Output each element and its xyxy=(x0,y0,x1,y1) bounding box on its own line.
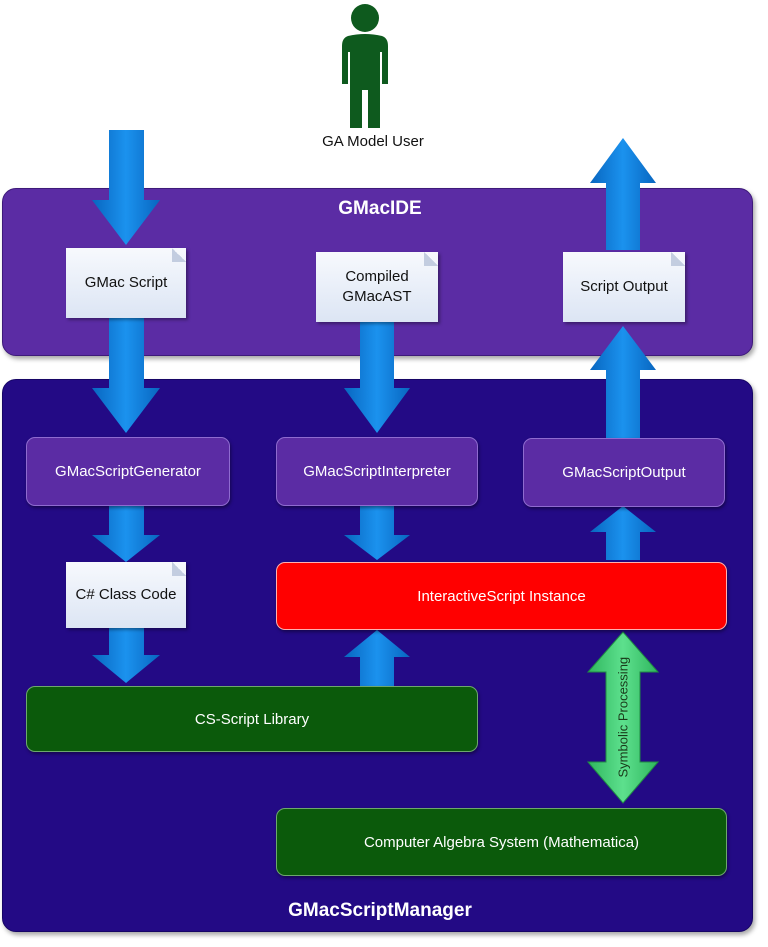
instance-label: InteractiveScript Instance xyxy=(417,587,586,605)
compiled-gmacast-doc: Compiled GMacAST xyxy=(316,252,438,322)
gmacscriptoutput-box: GMacScriptOutput xyxy=(523,438,725,507)
compiled-label-line2: GMacAST xyxy=(342,288,412,305)
arrow-generator-to-classcode xyxy=(92,505,160,562)
interpreter-label: GMacScriptInterpreter xyxy=(303,463,451,480)
page-fold-icon xyxy=(671,252,685,266)
output-component-label: GMacScriptOutput xyxy=(562,464,686,481)
arrow-scriptoutput-to-user xyxy=(590,138,656,250)
arrow-ast-to-interpreter xyxy=(344,322,410,433)
page-fold-icon xyxy=(424,252,438,266)
gmac-script-doc: GMac Script xyxy=(66,248,186,318)
user-label: GA Model User xyxy=(322,133,424,150)
user-figure-icon xyxy=(342,4,388,128)
script-output-doc: Script Output xyxy=(563,252,685,322)
arrow-instance-to-output xyxy=(590,506,656,560)
page-fold-icon xyxy=(172,562,186,576)
class-code-label: C# Class Code xyxy=(75,586,177,603)
arrow-output-to-scriptoutput xyxy=(590,326,656,438)
script-output-label: Script Output xyxy=(580,278,668,295)
gmacide-title: GMacIDE xyxy=(338,198,422,219)
generator-label: GMacScriptGenerator xyxy=(55,463,201,480)
symbolic-processing-arrow xyxy=(586,631,660,804)
arrow-classcode-to-csscript xyxy=(92,628,160,683)
arrow-user-to-script xyxy=(92,130,160,245)
cs-script-library-box: CS-Script Library xyxy=(26,686,478,752)
gmacscriptinterpreter-box: GMacScriptInterpreter xyxy=(276,437,478,506)
page-fold-icon xyxy=(172,248,186,262)
gmacscriptmanager-title: GMacScriptManager xyxy=(288,900,472,921)
csharp-class-code-doc: C# Class Code xyxy=(66,562,186,628)
cs-script-label: CS-Script Library xyxy=(194,710,310,728)
arrow-interpreter-to-instance xyxy=(344,505,410,560)
gmacscriptgenerator-box: GMacScriptGenerator xyxy=(26,437,230,506)
cas-label: Computer Algebra System (Mathematica) xyxy=(363,833,640,851)
gmac-script-label: GMac Script xyxy=(84,274,168,291)
symbolic-processing-label: Symbolic Processing xyxy=(615,656,631,778)
compiled-label-line1: Compiled xyxy=(345,268,409,285)
arrow-script-to-generator xyxy=(92,318,160,433)
computer-algebra-system-box: Computer Algebra System (Mathematica) xyxy=(276,808,727,876)
interactivescript-instance-box: InteractiveScript Instance xyxy=(276,562,727,630)
arrow-csscript-to-instance xyxy=(344,630,410,686)
